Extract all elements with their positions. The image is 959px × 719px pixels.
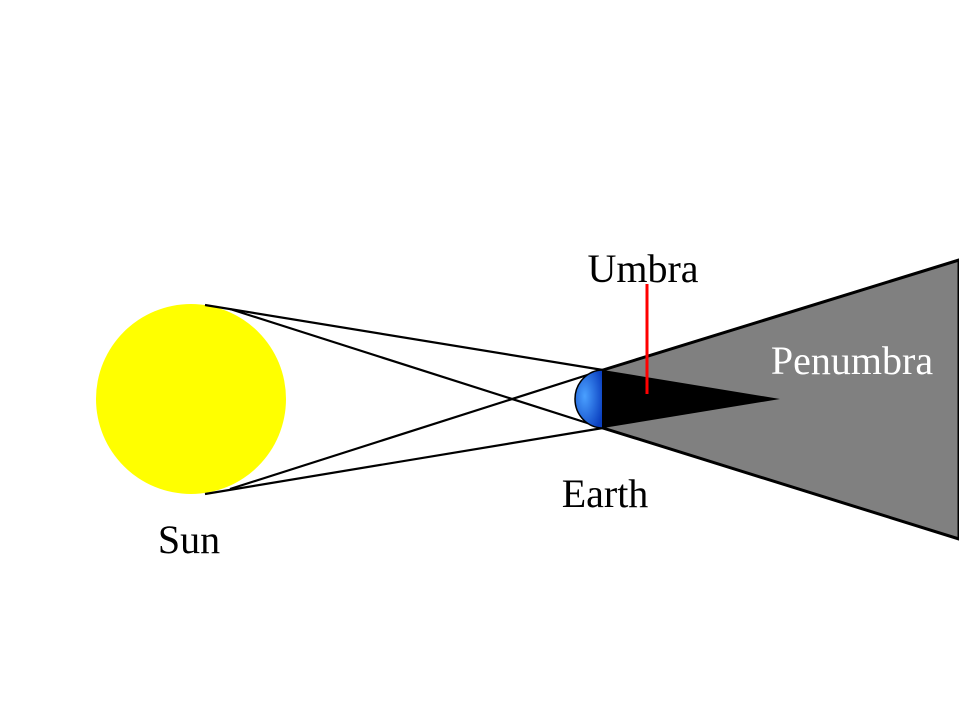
ray-bottom-cross xyxy=(229,368,604,491)
ray-top-outer xyxy=(204,303,604,372)
earth-label: Earth xyxy=(562,471,649,516)
penumbra-label: Penumbra xyxy=(771,338,933,383)
sun-label: Sun xyxy=(158,517,220,562)
umbra-label: Umbra xyxy=(587,246,698,291)
sun-disk xyxy=(96,304,286,494)
earth-half-disk xyxy=(574,369,604,429)
ray-top-cross xyxy=(229,307,604,430)
light-rays xyxy=(204,303,604,496)
ray-bottom-outer xyxy=(204,426,604,496)
